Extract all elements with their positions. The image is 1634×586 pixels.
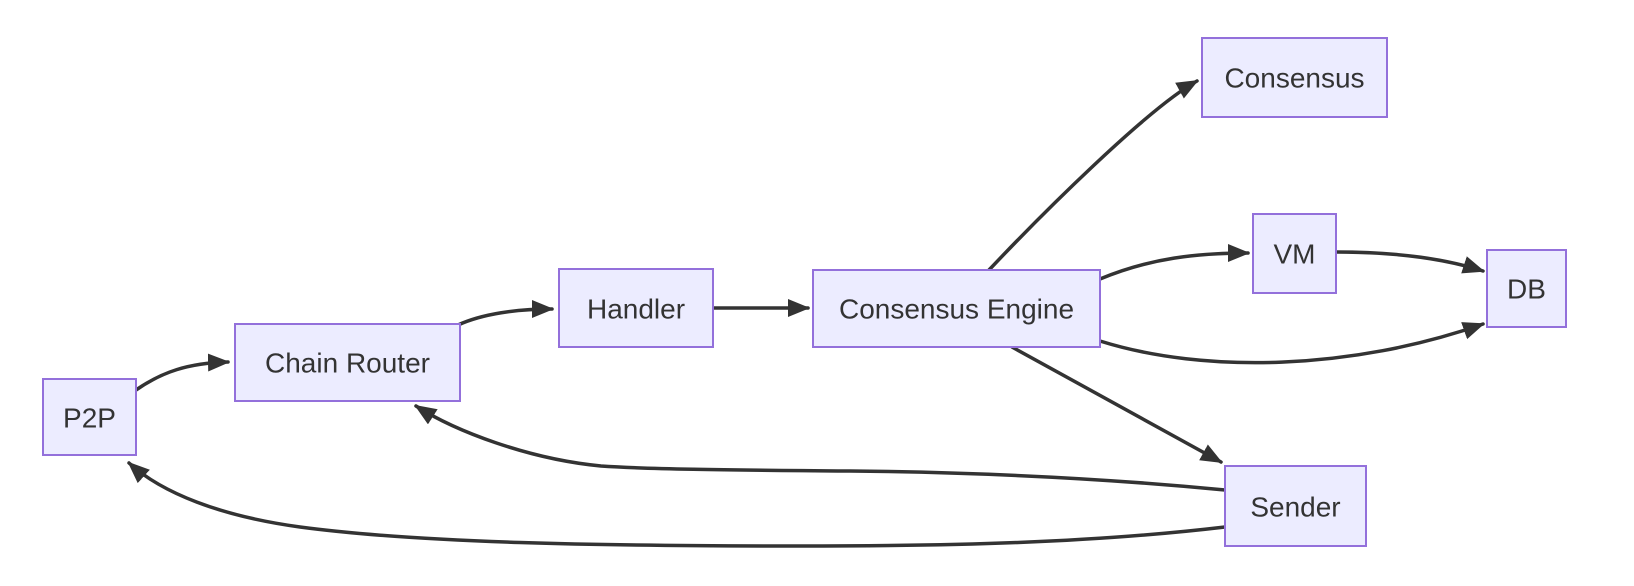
edge-chain-router-to-handler (456, 300, 554, 327)
node-chain-router: Chain Router (234, 323, 461, 402)
node-consensus: Consensus (1201, 37, 1388, 118)
node-sender-label: Sender (1250, 492, 1340, 523)
node-handler: Handler (558, 268, 714, 348)
node-consensus-engine-label: Consensus Engine (839, 294, 1074, 325)
edge-sender-to-chain-router (414, 404, 1227, 492)
edge-consensus-engine-to-consensus (987, 79, 1199, 272)
node-p2p: P2P (42, 378, 137, 456)
node-handler-label: Handler (587, 294, 685, 325)
edge-vm-to-db (1334, 250, 1485, 274)
node-db: DB (1486, 249, 1567, 328)
edge-consensus-engine-to-sender (1010, 345, 1223, 464)
nodes-layer: P2P Chain Router Handler Consensus Engin… (42, 37, 1567, 547)
edge-consensus-engine-to-vm (1098, 244, 1250, 281)
node-consensus-engine: Consensus Engine (812, 269, 1101, 348)
edges-layer (127, 79, 1485, 548)
edge-sender-to-p2p (127, 461, 1227, 548)
node-db-label: DB (1507, 274, 1546, 305)
edge-consensus-engine-to-db (1098, 322, 1485, 365)
node-sender: Sender (1224, 465, 1367, 547)
node-chain-router-label: Chain Router (265, 348, 430, 379)
edge-p2p-to-chain-router (134, 353, 230, 392)
node-vm: VM (1252, 213, 1337, 294)
node-vm-label: VM (1274, 239, 1316, 270)
node-consensus-label: Consensus (1224, 63, 1364, 94)
node-p2p-label: P2P (63, 403, 116, 434)
